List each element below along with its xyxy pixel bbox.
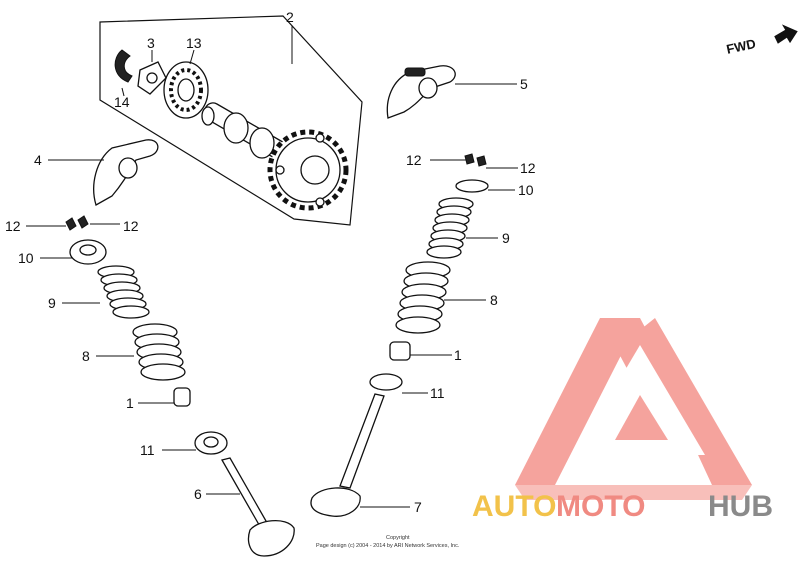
callout-11-left: 11 [140,442,155,458]
callout-9-left: 9 [48,295,56,311]
callout-4: 4 [34,152,42,168]
rocker-arm-5 [386,65,456,119]
camshaft [201,102,290,161]
leader-lines [26,26,518,508]
svg-text:FWD: FWD [725,36,757,57]
callout-13: 13 [186,35,202,51]
bearing-13 [163,61,209,119]
automotohub-wordmark: AUTO MOTO HUB [472,490,773,523]
svg-text:MOTO: MOTO [556,490,645,523]
copyright-line-1: Copyright [386,535,410,541]
camshaft-group-outline [99,15,363,226]
callout-6: 6 [194,486,202,502]
callout-2: 2 [286,9,294,25]
callout-10-left: 10 [18,250,34,266]
svg-text:AUTO: AUTO [472,490,556,523]
callout-12-right-outer: 12 [406,152,422,168]
callout-12-left-outer: 12 [5,218,21,234]
copyright-line-2: Page design (c) 2004 - 2014 by ARI Netwo… [316,543,460,549]
left-valve-stack [65,215,295,557]
callout-8-left: 8 [82,348,90,364]
callout-3: 3 [147,35,155,51]
callout-11-right: 11 [430,385,445,401]
callout-1-left: 1 [126,395,134,411]
callout-12-right-inner: 12 [520,160,536,176]
callout-14: 14 [114,94,130,110]
cam-sprocket [267,129,349,211]
fwd-arrow: FWD [725,24,798,57]
clip-14 [114,49,133,83]
callout-labels: 2 3 13 14 5 4 12 12 12 12 10 10 9 9 8 8 … [5,9,536,515]
right-valve-stack [310,153,489,517]
callout-10-right: 10 [518,182,534,198]
callout-9-right: 9 [502,230,510,246]
callout-5: 5 [520,76,528,92]
callout-8-right: 8 [490,292,498,308]
svg-text:HUB: HUB [708,490,773,523]
rocker-arm-4 [93,139,159,206]
automotohub-logo [515,318,752,500]
callout-7: 7 [414,499,422,515]
callout-12-left-inner: 12 [123,218,139,234]
callout-1-right: 1 [454,347,462,363]
